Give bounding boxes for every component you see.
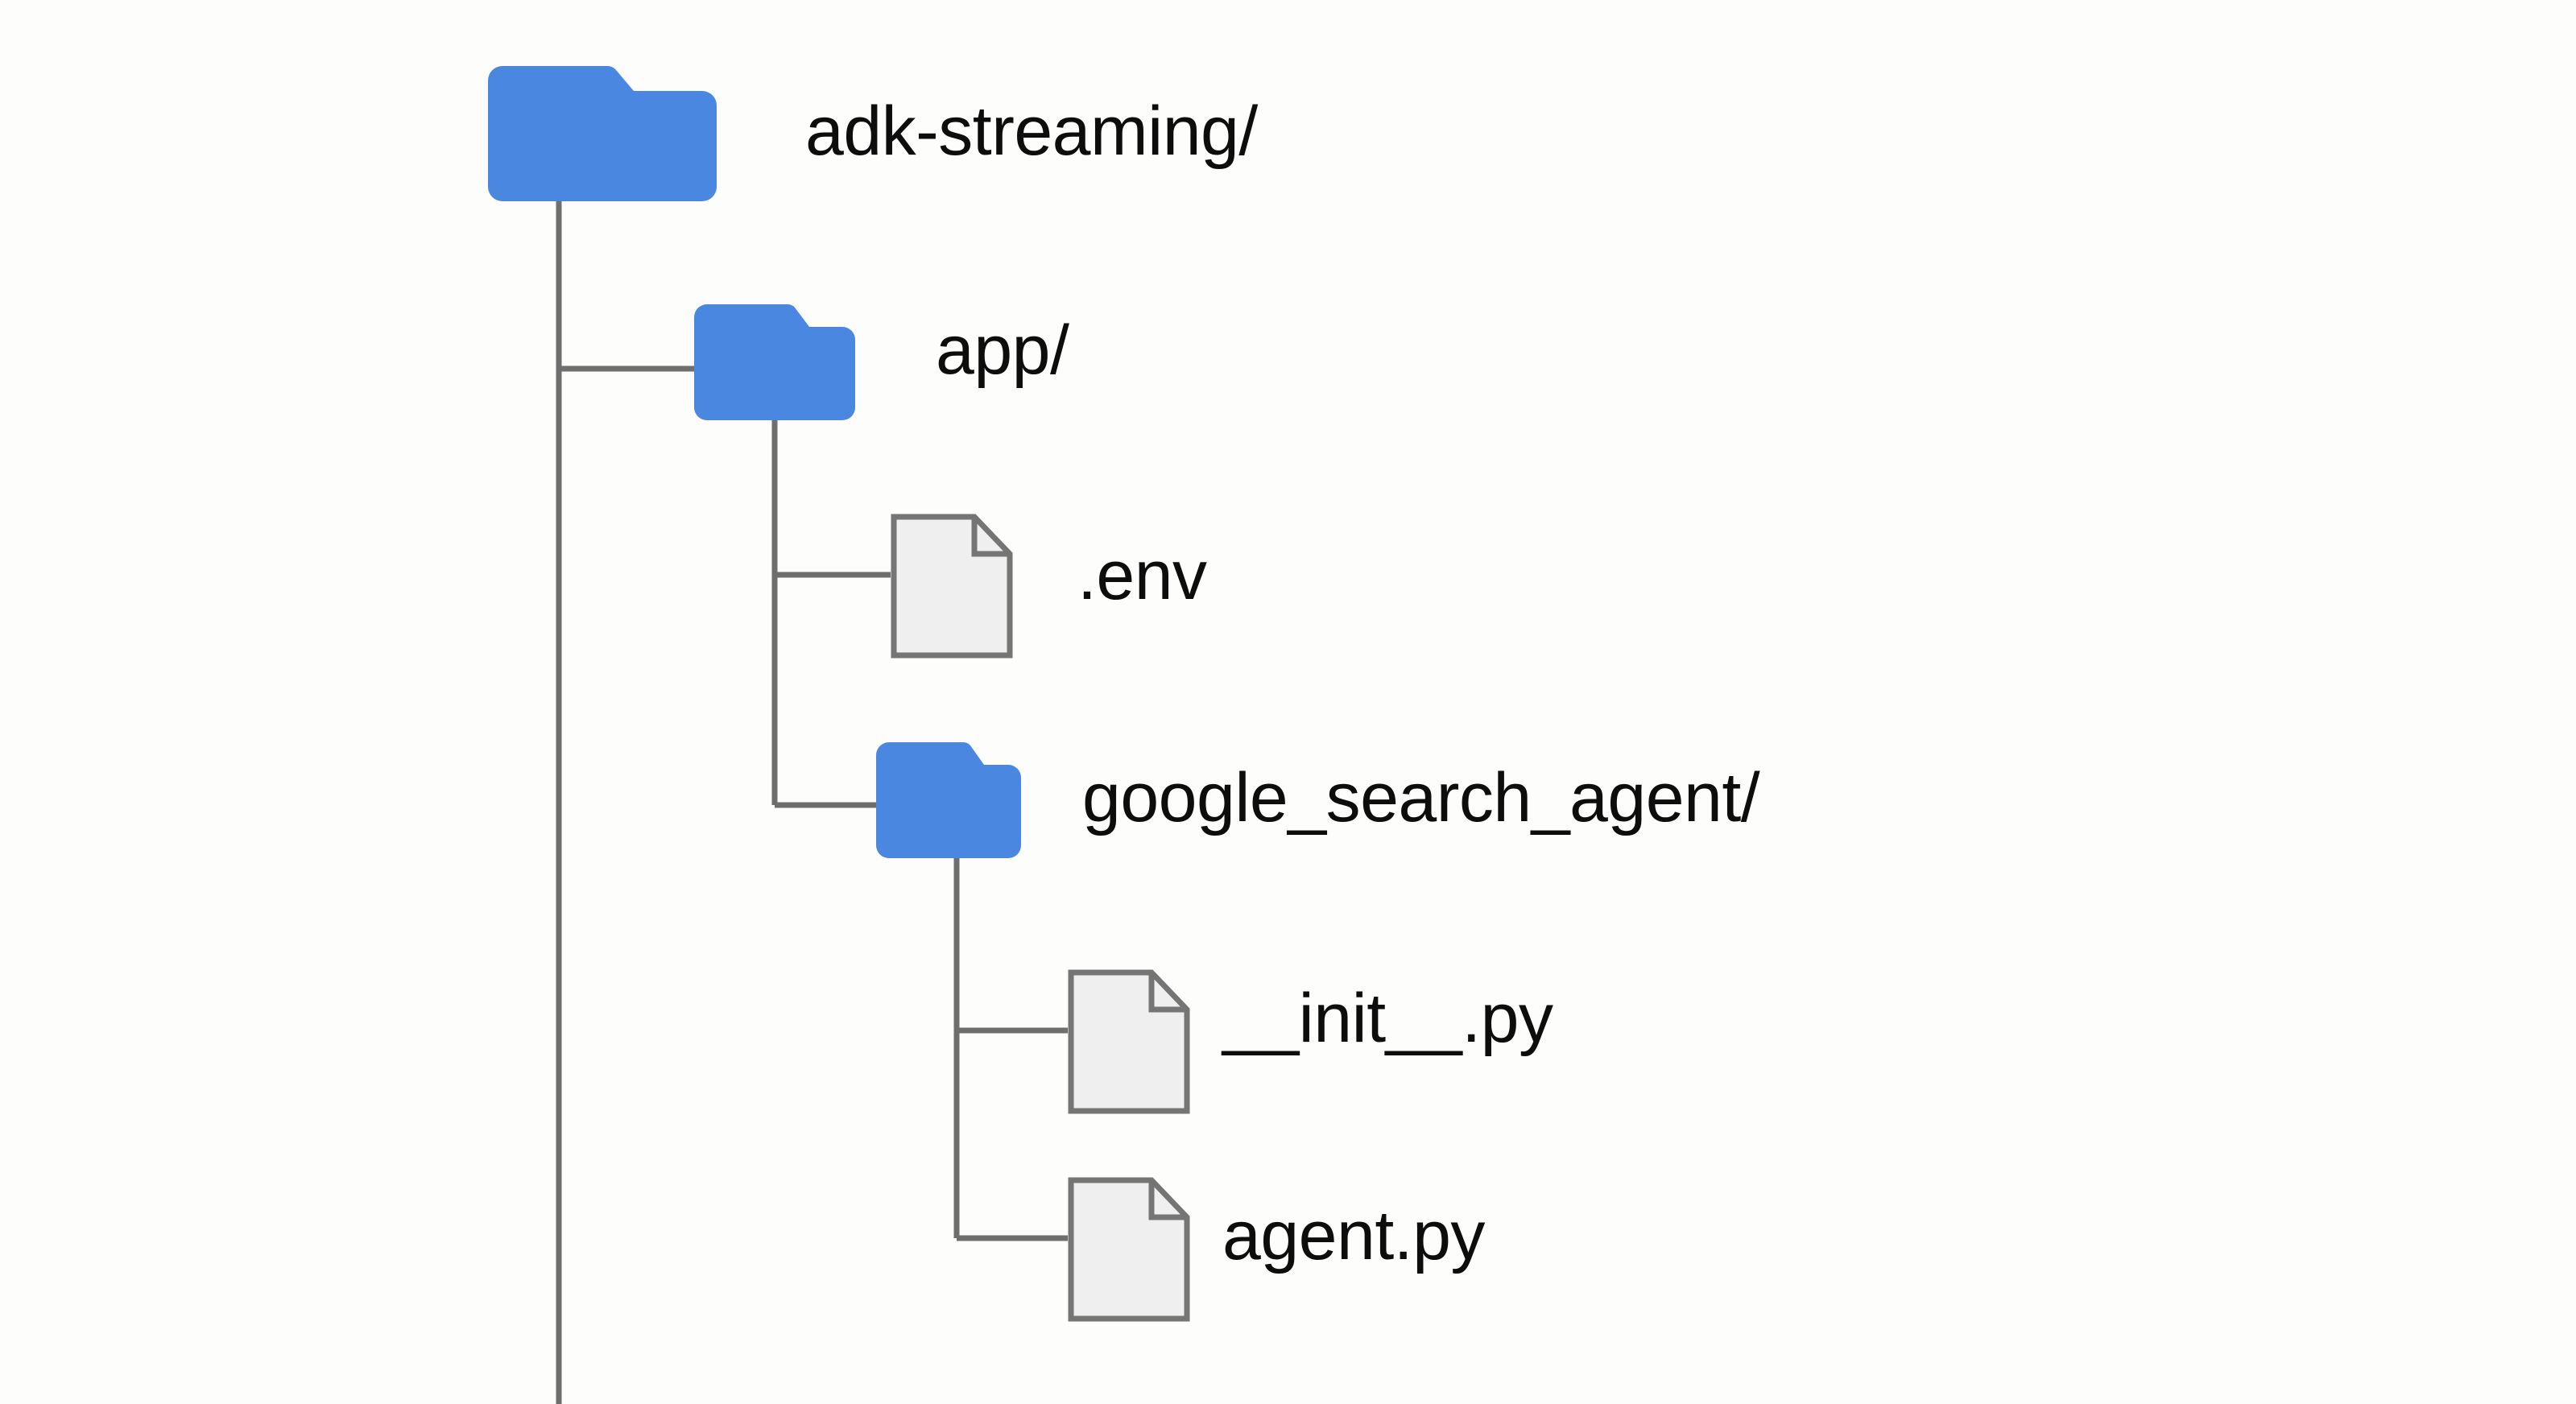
tree-node-label-env[interactable]: .env — [1077, 537, 1207, 614]
tree-node-label-init-py[interactable]: __init__.py — [1222, 980, 1553, 1057]
folder-icon-app — [694, 304, 855, 420]
tree-node-label-root[interactable]: adk-streaming/ — [805, 93, 1258, 170]
connector-lines — [556, 201, 1068, 1404]
file-icon-init-py — [1068, 969, 1190, 1114]
file-icon-agent-py — [1068, 1177, 1190, 1322]
tree-node-label-google-search-agent[interactable]: google_search_agent/ — [1082, 759, 1760, 836]
folder-icon-root — [488, 65, 717, 202]
folder-icon-google-search-agent — [876, 741, 1021, 858]
tree-node-label-app[interactable]: app/ — [936, 312, 1069, 389]
tree-node-label-agent-py[interactable]: agent.py — [1222, 1197, 1485, 1274]
file-icon-env — [891, 514, 1013, 659]
